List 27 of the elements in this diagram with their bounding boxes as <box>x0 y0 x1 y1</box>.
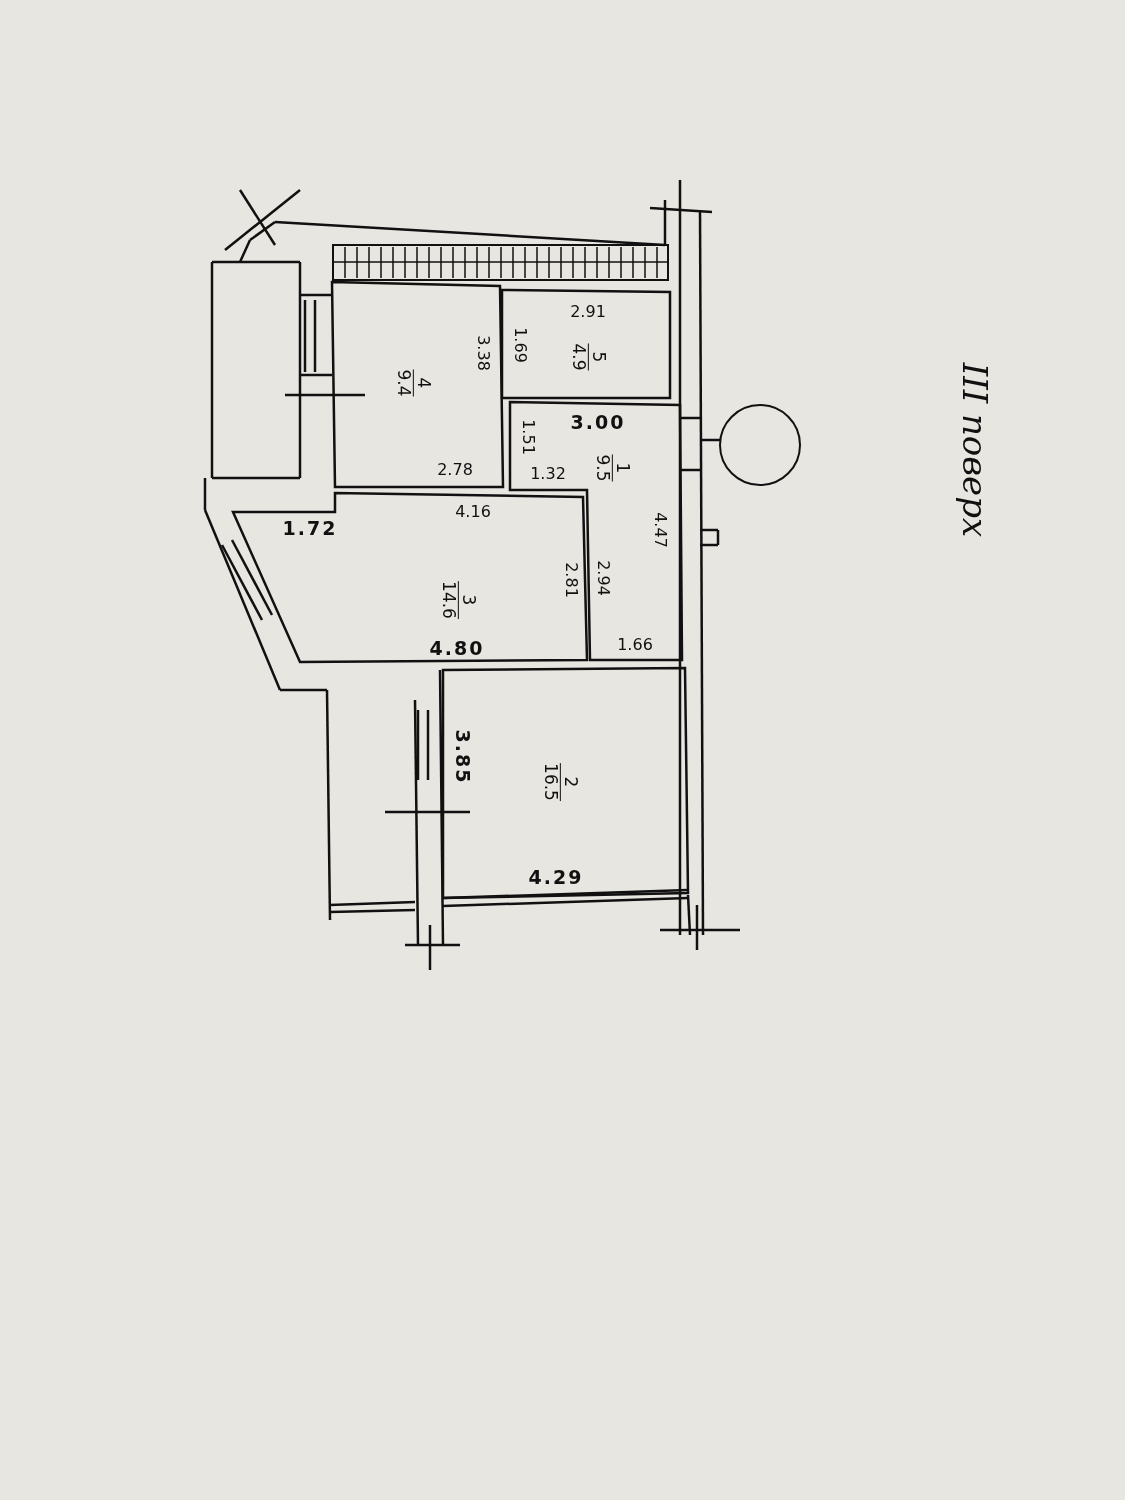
dimension-label: 2.81 <box>563 562 579 598</box>
room-outline <box>500 288 672 400</box>
dimension-label: 2.78 <box>437 462 473 478</box>
room-number-area: 5 4.9 <box>569 343 607 371</box>
dimension-label: 2.94 <box>595 560 611 596</box>
room-number-area: 4 9.4 <box>394 369 432 397</box>
dimension-label: 1.51 <box>520 419 536 455</box>
dimension-label: 1.66 <box>617 637 653 653</box>
room-outline <box>330 280 505 489</box>
dimension-label: 3.00 <box>570 412 626 432</box>
dimension-label: 1.69 <box>512 327 528 363</box>
room-outline <box>231 491 589 664</box>
floor-note: III поверх <box>958 362 992 538</box>
dimension-label: 2.91 <box>570 304 606 320</box>
room-outline <box>508 400 684 662</box>
dimension-label: 1.72 <box>282 518 338 538</box>
dimension-label: 3.85 <box>452 729 472 785</box>
room-number-area: 1 9.5 <box>593 454 631 482</box>
dimension-label: 4.80 <box>429 638 485 658</box>
dimension-label: 1.32 <box>530 466 566 482</box>
dimension-label: 4.47 <box>652 512 668 548</box>
dimension-label: 4.29 <box>528 867 584 887</box>
room-outline <box>441 666 690 900</box>
room-number-area: 3 14.6 <box>439 581 477 619</box>
room-number-area: 2 16.5 <box>541 763 579 801</box>
dimension-label: 3.38 <box>475 335 491 371</box>
dimension-label: 4.16 <box>455 504 491 520</box>
